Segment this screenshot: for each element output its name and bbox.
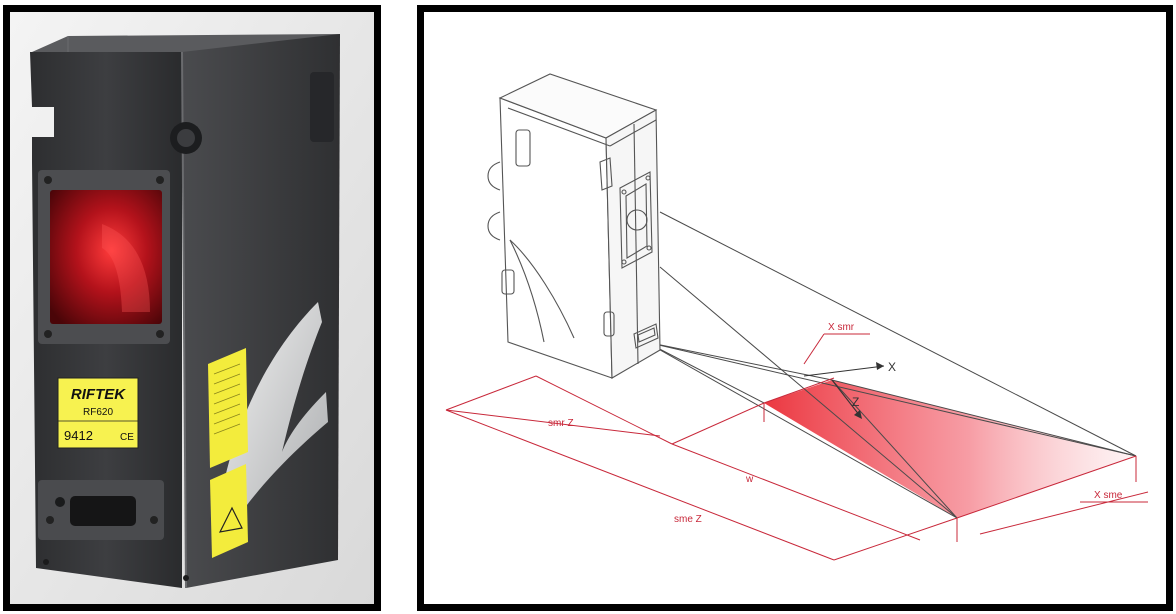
x-sme-label: X sme	[1094, 490, 1123, 501]
x-smr-label: X smr	[828, 322, 855, 333]
receiver-aperture	[70, 496, 136, 526]
z-axis: Z	[831, 379, 862, 419]
laser-warning-icon	[218, 506, 243, 533]
x-axis-label: X	[888, 360, 896, 374]
product-photo-panel: RIFTEK RF620 9412 CE	[3, 5, 381, 611]
triangulation-diagram: X Z	[424, 12, 1166, 604]
warning-sticker	[208, 348, 248, 468]
label-serial: 9412	[64, 428, 93, 443]
laser-window	[50, 190, 162, 324]
z-axis-label: Z	[852, 395, 859, 409]
range-w-label: w	[745, 474, 754, 485]
beam-lines	[645, 211, 1137, 519]
dimension-lines	[445, 333, 1149, 561]
sensor-drawing	[487, 73, 661, 379]
smr-z-label: smr Z	[548, 418, 574, 429]
label-brand: RIFTEK	[71, 386, 126, 403]
x-axis: X	[803, 360, 896, 377]
measurement-diagram-panel: X Z	[417, 5, 1173, 611]
label-model: RF620	[83, 407, 113, 418]
laser-sensor-photo: RIFTEK RF620 9412 CE	[10, 12, 374, 604]
label-ce-mark: CE	[120, 432, 134, 443]
product-label: RIFTEK RF620 9412 CE	[57, 377, 139, 449]
sme-z-label: sme Z	[674, 514, 702, 525]
